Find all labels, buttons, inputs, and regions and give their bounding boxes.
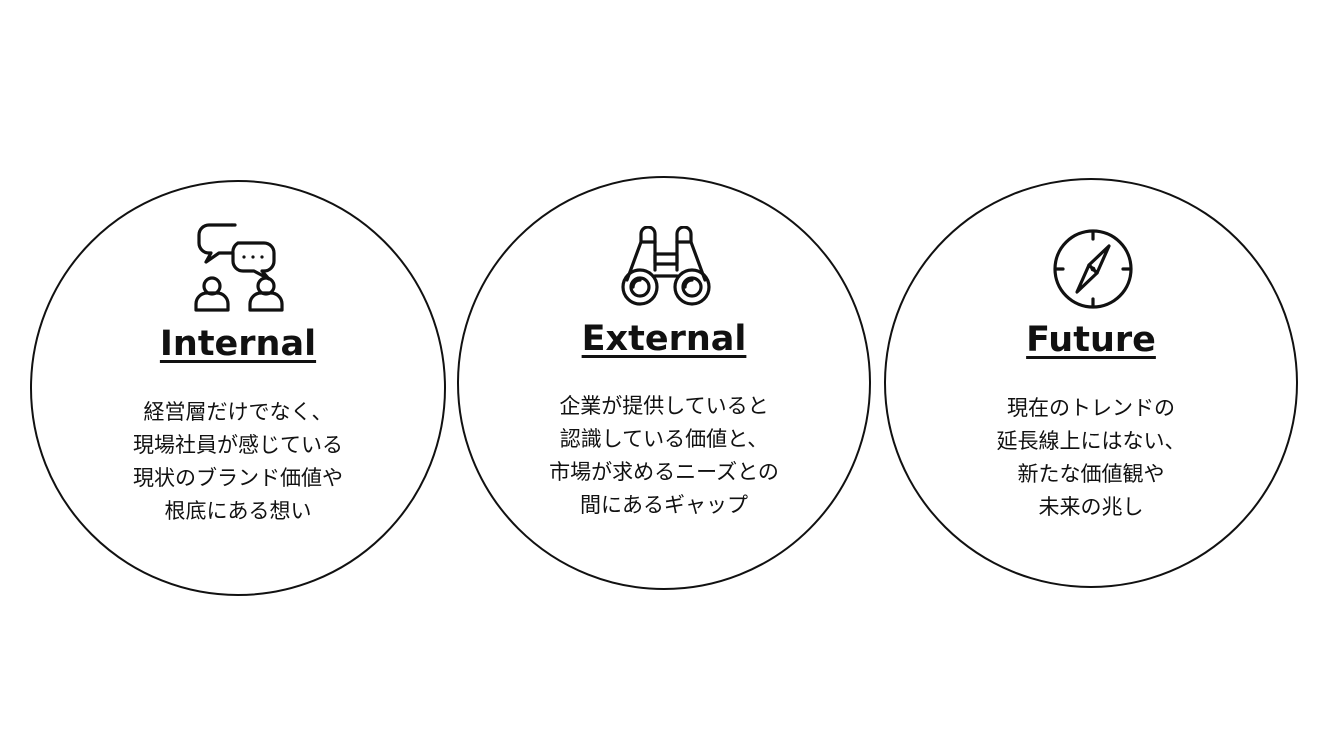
conversation-people-icon: [194, 223, 284, 312]
description-line: 現状のブランド価値や: [133, 466, 343, 490]
description-line: 根底にある想い: [164, 499, 312, 523]
description-line: 認識している価値と、: [559, 427, 769, 451]
description-line: 未来の兆し: [1038, 495, 1144, 519]
circle-description: 経営層だけでなく、 現場社員が感じている 現状のブランド価値や 根底にある想い: [32, 396, 444, 528]
circle-title-text: External: [581, 319, 747, 359]
description-line: 現在のトレンドの: [1007, 396, 1175, 420]
circle-title-text: Future: [1026, 320, 1156, 360]
compass-icon: [1053, 229, 1133, 309]
circle-title-text: Internal: [159, 324, 317, 364]
circle-description: 現在のトレンドの 延長線上にはない、 新たな価値観や 未来の兆し: [886, 392, 1296, 524]
circle-title: External: [459, 319, 869, 359]
description-line: 現場社員が感じている: [133, 433, 343, 457]
description-line: 経営層だけでなく、: [143, 400, 333, 424]
description-line: 企業が提供していると: [559, 394, 769, 418]
description-line: 新たな価値観や: [1017, 462, 1165, 486]
description-line: 市場が求めるニーズとの: [549, 460, 779, 484]
description-line: 延長線上にはない、: [996, 429, 1186, 453]
circle-description: 企業が提供していると 認識している価値と、 市場が求めるニーズとの 間にあるギャ…: [459, 390, 869, 522]
description-line: 間にあるギャップ: [580, 493, 748, 517]
circle-title: Internal: [32, 324, 444, 364]
future-circle: Future 現在のトレンドの 延長線上にはない、 新たな価値観や 未来の兆し: [884, 178, 1298, 588]
external-circle: External 企業が提供していると 認識している価値と、 市場が求めるニーズ…: [457, 176, 871, 590]
circle-title: Future: [886, 320, 1296, 360]
binoculars-icon: [621, 226, 711, 306]
internal-circle: Internal 経営層だけでなく、 現場社員が感じている 現状のブランド価値や…: [30, 180, 446, 596]
